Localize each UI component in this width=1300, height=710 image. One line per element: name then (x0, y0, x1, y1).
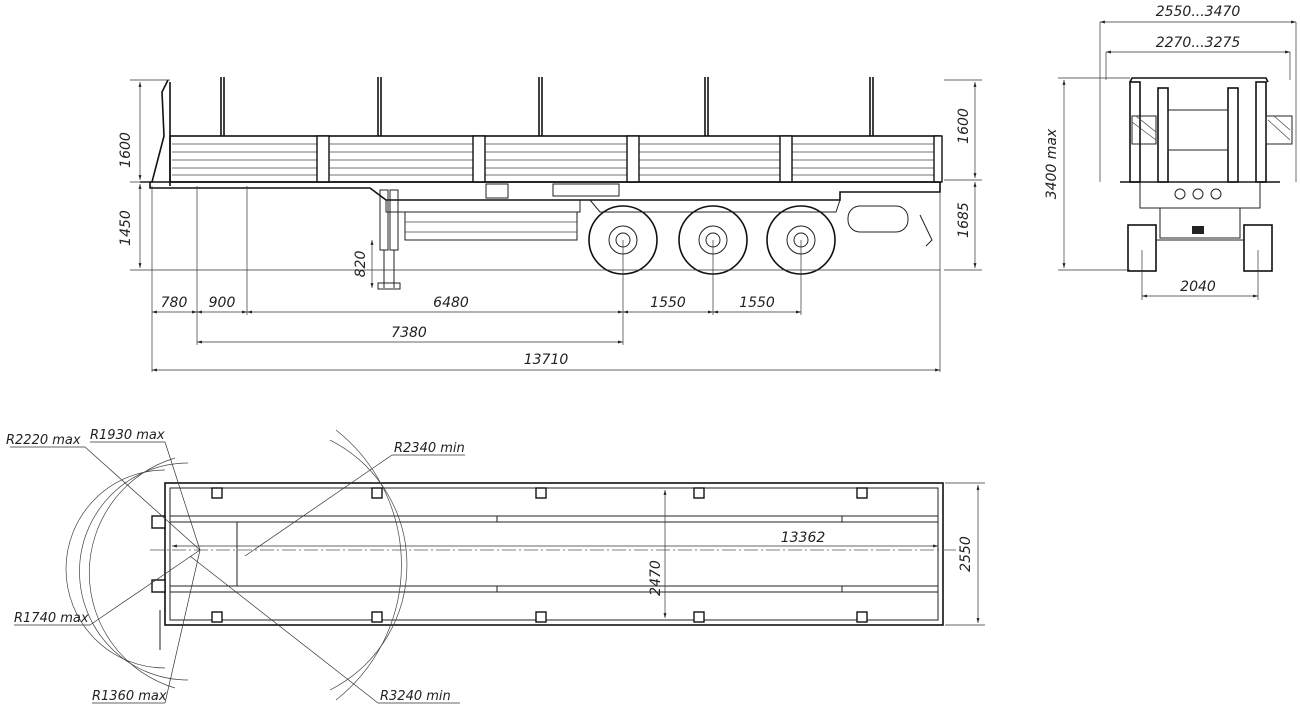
dim-kingpin-to-axle: 6480 (433, 295, 469, 311)
rear-dimensions (1058, 20, 1297, 300)
radius-r3240-label: R3240 min (380, 689, 451, 704)
stakes (220, 77, 874, 136)
side-dimension-labels: 1600 1450 820 1600 1685 780 900 6480 155… (118, 108, 972, 368)
dim-track-width: 2040 (1180, 279, 1216, 295)
dim-stake-height-rear: 1600 (956, 108, 972, 144)
side-dimensions (130, 79, 982, 372)
wheels (588, 205, 836, 275)
dim-axle-spacing-2: 1550 (739, 295, 775, 311)
radius-r1360-label: R1360 max (92, 689, 167, 704)
landing-gear (377, 189, 401, 290)
rear-view: 2550...3470 2270...3275 3400 max 2040 (1044, 4, 1297, 300)
radius-r2340-label: R2340 min (394, 441, 465, 456)
top-view: 13362 2470 2550 R2220 max R1930 max R234… (6, 428, 985, 704)
dim-max-height: 3400 max (1044, 128, 1060, 199)
top-dimensions (172, 482, 985, 626)
dim-front-overhang: 780 (161, 295, 188, 311)
dim-kingpin-offset: 900 (209, 295, 236, 311)
radius-r1930-label: R1930 max (90, 428, 165, 443)
stake-pockets (211, 487, 868, 623)
dim-overall-width-range: 2550...3470 (1156, 4, 1241, 20)
dim-stake-width-range: 2270...3275 (1156, 35, 1241, 51)
dim-inner-width: 2470 (648, 560, 664, 596)
turning-radius-arcs (65, 429, 408, 701)
side-boards (169, 135, 943, 183)
dim-deck-length: 13362 (781, 530, 826, 546)
dim-kingpin-to-first-axle: 7380 (391, 325, 427, 341)
side-view: 1600 1450 820 1600 1685 780 900 6480 155… (118, 77, 982, 372)
dim-deck-height: 1450 (118, 210, 134, 246)
dim-overall-length: 13710 (524, 352, 569, 368)
dim-overall-deck-height: 1685 (956, 202, 972, 238)
dim-stake-height: 1600 (118, 132, 134, 168)
dim-axle-spacing-1: 1550 (650, 295, 686, 311)
radius-r1740-label: R1740 max (14, 611, 89, 626)
leader-lines (10, 441, 465, 704)
radius-r2220-label: R2220 max (6, 433, 81, 448)
dim-overall-width: 2550 (958, 536, 974, 572)
dim-landing-gear: 820 (353, 251, 369, 278)
